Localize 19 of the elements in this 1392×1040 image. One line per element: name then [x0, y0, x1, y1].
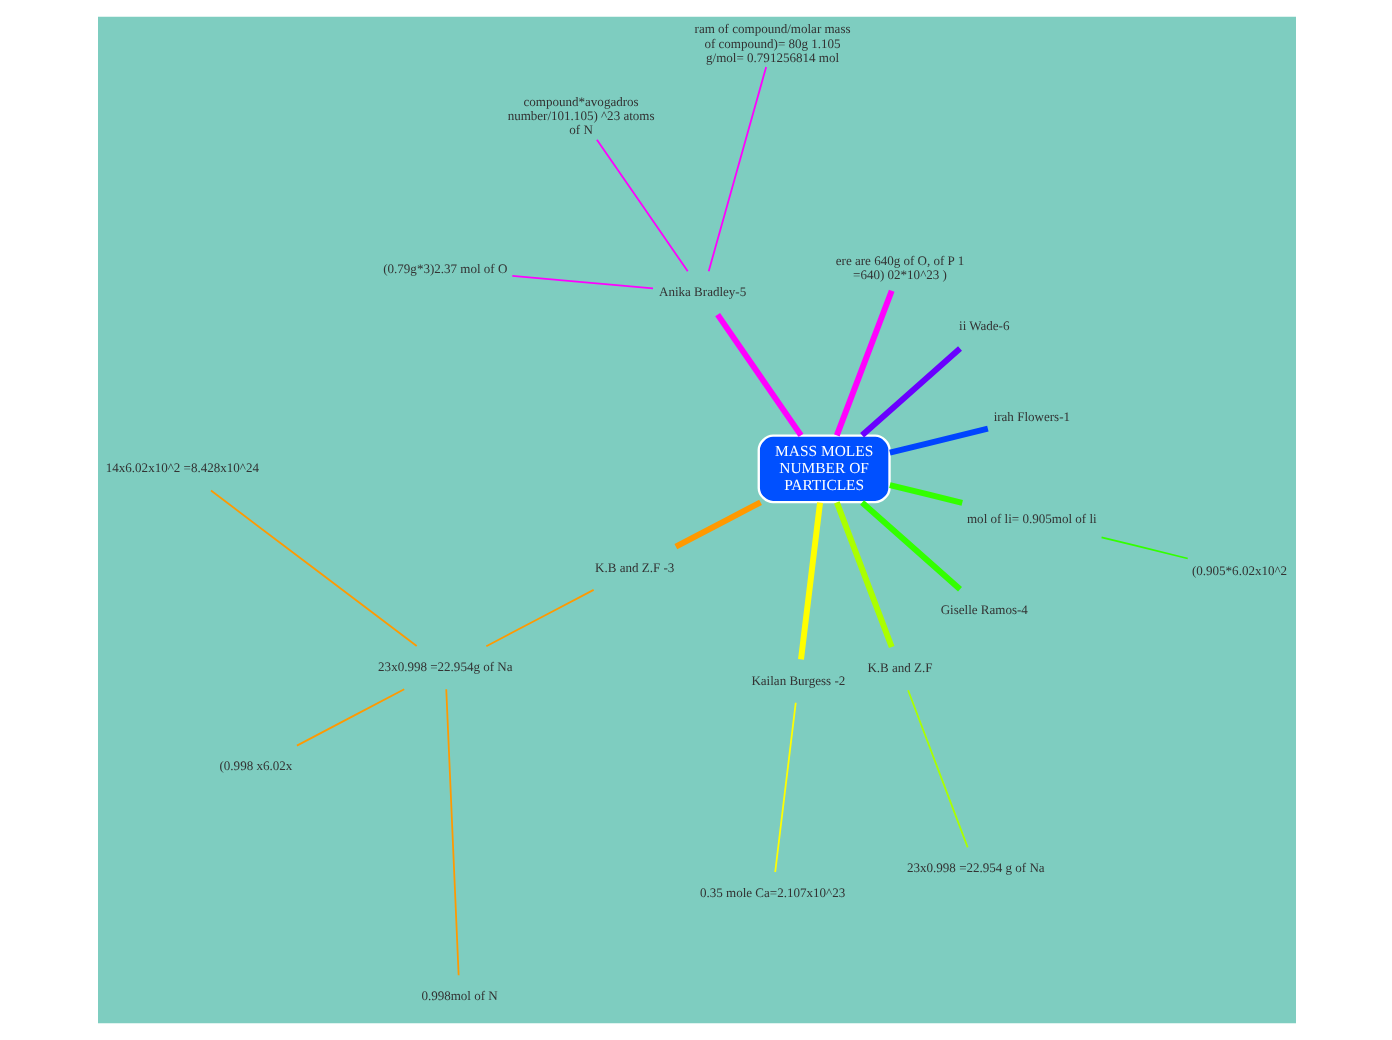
connector [510, 275, 653, 290]
connector [444, 688, 459, 977]
connector [1099, 536, 1188, 560]
connector [906, 689, 968, 849]
connector [797, 502, 822, 660]
connector [888, 482, 962, 506]
connector [833, 289, 894, 437]
connector [706, 66, 767, 273]
connector [833, 501, 894, 649]
connector [595, 138, 688, 273]
connector [295, 688, 405, 747]
connector [484, 588, 594, 648]
connector [209, 489, 417, 647]
connector [773, 701, 796, 873]
connector [714, 312, 803, 438]
connector [673, 499, 761, 550]
connector [859, 500, 961, 592]
connector [888, 425, 988, 456]
connector [859, 346, 961, 438]
